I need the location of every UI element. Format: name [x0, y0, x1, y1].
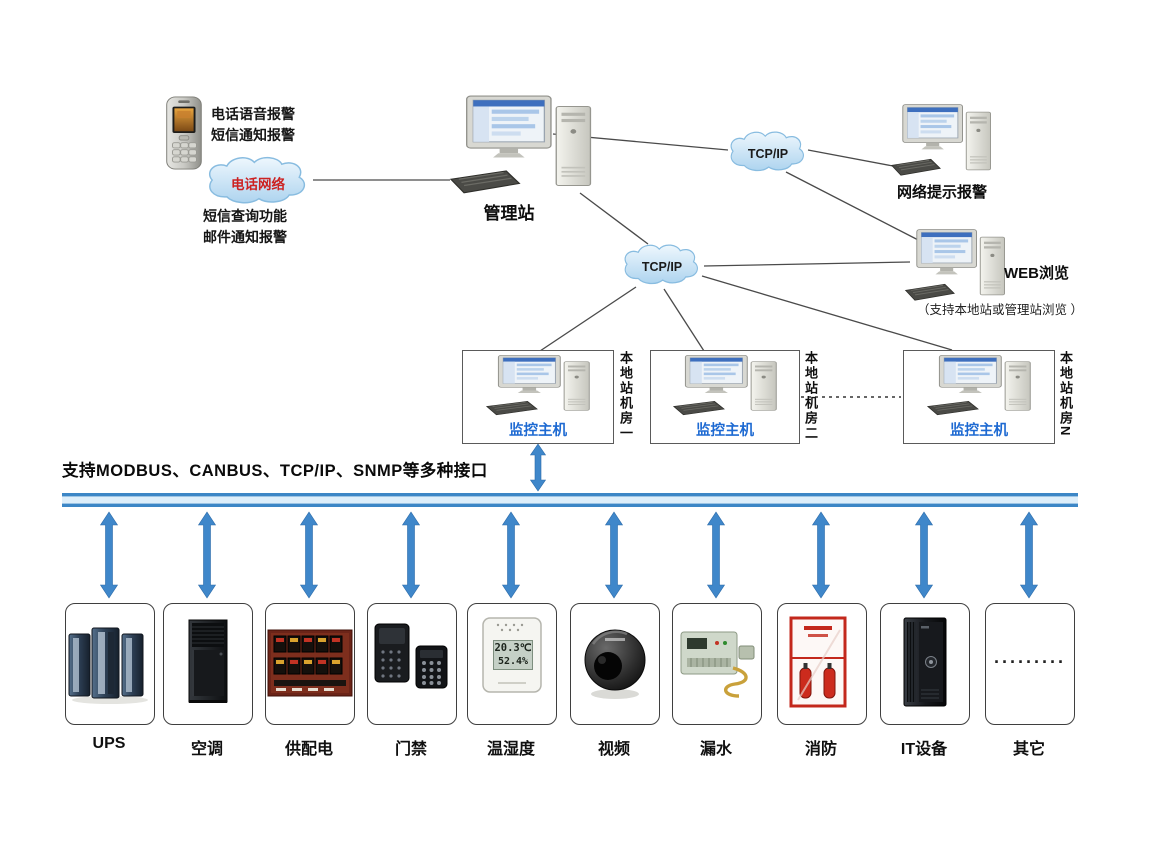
device-label-camera: 视频: [597, 741, 630, 758]
sensor-lcd: 20.3℃ 52.4%: [493, 640, 533, 670]
device-box-fire: [777, 603, 867, 725]
sensor-humidity: 52.4%: [497, 656, 529, 667]
management-station-pc: [443, 94, 601, 198]
monitor-host-pc-2: [668, 354, 784, 418]
device-box-access: [367, 603, 457, 725]
it-server-image: [903, 617, 947, 707]
device-label-fire: 消防: [804, 741, 837, 758]
device-box-ups: [65, 603, 155, 725]
device-box-camera: [570, 603, 660, 725]
web-browse-pc: [900, 228, 1012, 304]
web-browse-note: （支持本地站或管理站浏览 ）: [917, 303, 1083, 317]
power-distribution-image: [267, 629, 353, 697]
device-box-other: ·········: [985, 603, 1075, 725]
bus-caption: 支持MODBUS、CANBUS、TCP/IP、SNMP等多种接口: [62, 462, 488, 480]
room-label-2: 本地站机房二: [803, 351, 818, 441]
tcpip-cloud-center: TCP/IP: [620, 242, 704, 288]
device-label-access: 门禁: [394, 741, 427, 758]
room-label-1: 本地站机房一: [618, 351, 633, 441]
bus-arrows: [99, 443, 1039, 599]
device-label-other: 其它: [1012, 741, 1045, 758]
monitor-host-pc-1: [481, 354, 597, 418]
phone-alert-caption: 电话语音报警 短信通知报警: [211, 104, 295, 146]
monitor-host-label-2: 监控主机: [696, 423, 754, 439]
device-box-it: [880, 603, 970, 725]
dome-camera-image: [584, 629, 646, 699]
mobile-phone-icon: [160, 96, 208, 170]
local-station-box-3: 监控主机: [903, 350, 1055, 444]
phone-alert-line1: 电话语音报警: [211, 106, 295, 122]
network-alarm-pc: [886, 103, 998, 179]
monitor-host-label-1: 监控主机: [509, 423, 567, 439]
management-station-label: 管理站: [483, 204, 535, 223]
other-dots: ·········: [994, 651, 1066, 672]
ups-image: [68, 627, 148, 704]
device-box-sensor: 20.3℃ 52.4%: [467, 603, 557, 725]
device-label-it: IT设备: [900, 741, 948, 758]
field-bus: [62, 493, 1078, 507]
water-leak-image: [680, 631, 755, 698]
device-label-leak: 漏水: [699, 741, 732, 758]
sensor-temp: 20.3℃: [494, 642, 532, 654]
local-station-box-2: 监控主机: [650, 350, 800, 444]
aircon-image: [188, 619, 228, 703]
device-label-power: 供配电: [284, 741, 333, 758]
tcpip-cloud-right-label: TCP/IP: [747, 147, 789, 161]
local-station-box-1: 监控主机: [462, 350, 614, 444]
device-box-leak: [672, 603, 762, 725]
sms-mail-caption: 短信查询功能 邮件通知报警: [203, 206, 287, 248]
access-control-image: [374, 623, 448, 689]
sms-query-line: 短信查询功能: [203, 208, 287, 224]
room-label-3: 本地站机房N: [1058, 351, 1073, 438]
phone-network-cloud: 电话网络: [203, 154, 313, 208]
monitor-host-label-3: 监控主机: [950, 423, 1008, 439]
tcpip-cloud-right: TCP/IP: [726, 129, 810, 175]
phone-network-cloud-label: 电话网络: [231, 177, 285, 192]
device-box-aircon: [163, 603, 253, 725]
device-label-sensor: 温湿度: [486, 741, 535, 758]
device-box-power: [265, 603, 355, 725]
web-browse-label: WEB浏览: [1004, 265, 1069, 282]
fire-cabinet-image: [789, 616, 847, 708]
mail-alert-line: 邮件通知报警: [203, 229, 287, 245]
monitor-host-pc-3: [922, 354, 1038, 418]
tcpip-cloud-center-label: TCP/IP: [641, 260, 683, 274]
device-label-ups: UPS: [92, 735, 126, 752]
device-label-aircon: 空调: [190, 741, 223, 758]
network-alarm-label: 网络提示报警: [896, 184, 987, 201]
phone-alert-line2: 短信通知报警: [211, 127, 295, 143]
